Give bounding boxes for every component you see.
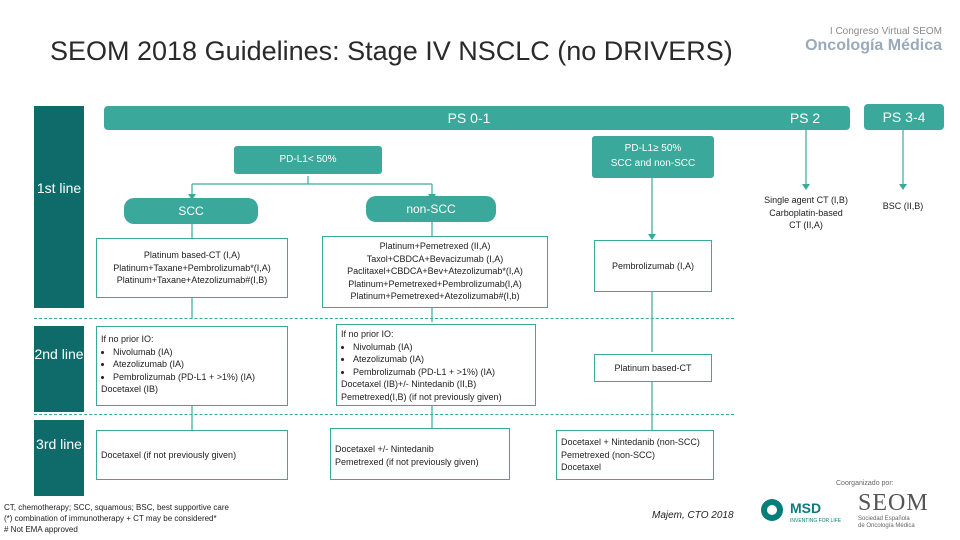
ps-3-4-label: PS 3-4 bbox=[882, 109, 926, 125]
pdl1-high-line2: SCC and non-SCC bbox=[610, 158, 696, 169]
third-line-text: 3rd line bbox=[36, 436, 82, 452]
seom-logo: SEOM Sociedad Española de Oncología Médi… bbox=[858, 490, 954, 536]
scc-first-1: Platinum+Taxane+Pembrolizumab*(I,A) bbox=[113, 262, 271, 273]
second-line-label: 2nd line bbox=[34, 326, 84, 412]
high-first-text: Pembrolizumab (I,A) bbox=[611, 261, 695, 271]
high-second-text: Platinum based-CT bbox=[614, 363, 692, 373]
congress-logo: I Congreso Virtual SEOM Oncología Médica bbox=[782, 26, 942, 76]
ps2-first-1: Carboplatin-based bbox=[769, 207, 843, 218]
ps-3-4-bar: PS 3-4 bbox=[864, 104, 944, 130]
ps-2-label: PS 2 bbox=[789, 110, 821, 126]
scc-second-item-0: Nivolumab (IA) bbox=[113, 346, 283, 359]
msd-logo: MSD INVENTING FOR LIFE bbox=[760, 494, 841, 528]
pdl1-low-pill: PD-L1< 50% bbox=[234, 146, 382, 174]
msd-icon bbox=[761, 499, 783, 521]
citation: Majem, CTO 2018 bbox=[652, 510, 734, 521]
ps2-first-0: Single agent CT (I,B) bbox=[764, 195, 848, 205]
footnote-2: # Not EMA approved bbox=[4, 525, 78, 534]
ps2-first-2: CT (II,A) bbox=[789, 220, 823, 230]
ps2-first-line: Single agent CT (I,B) Carboplatin-based … bbox=[752, 194, 860, 232]
nonscc-pill: non-SCC bbox=[366, 196, 496, 222]
scc-first-0: Platinum based-CT (I,A) bbox=[143, 250, 241, 260]
congress-logo-line2: Oncología Médica bbox=[805, 37, 942, 54]
scc-second-item-2: Pembrolizumab (PD-L1 + >1%) (IA) bbox=[113, 371, 283, 384]
first-line-label: 1st line bbox=[34, 106, 84, 308]
first-line-text: 1st line bbox=[36, 180, 82, 196]
nonscc-first-3: Platinum+Pemetrexed+Pembrolizumab(I,A) bbox=[348, 278, 522, 289]
congress-logo-line1: I Congreso Virtual SEOM bbox=[829, 26, 942, 37]
high-third-0: Docetaxel + Nintedanib (non-SCC) bbox=[561, 437, 700, 447]
sponsor-label: Coorganizado por: bbox=[836, 480, 894, 487]
nonscc-first-4: Platinum+Pemetrexed+Atezolizumab#(I,b) bbox=[350, 291, 520, 301]
seom-sub2: de Oncología Médica bbox=[858, 523, 915, 529]
scc-first-2: Platinum+Taxane+Atezolizumab#(I,B) bbox=[116, 275, 268, 285]
ps34-first-line: BSC (II,B) bbox=[866, 200, 940, 213]
nonscc-first-line-box: Platinum+Pemetrexed (II,A) Taxol+CBDCA+B… bbox=[322, 236, 548, 308]
nonscc-second-line-box: If no prior IO: Nivolumab (IA) Atezolizu… bbox=[336, 324, 536, 406]
seom-sub1: Sociedad Española bbox=[858, 516, 910, 522]
scc-pill: SCC bbox=[124, 198, 258, 224]
nonscc-label: non-SCC bbox=[406, 202, 456, 216]
msd-name: MSD bbox=[790, 500, 822, 516]
nonscc-second-tail-1: Pemetrexed(I,B) (if not previously given… bbox=[341, 391, 502, 402]
footnote-0: CT, chemotherapy; SCC, squamous; BSC, be… bbox=[4, 503, 229, 512]
pdl1-high-pill: PD-L1≥ 50% SCC and non-SCC bbox=[592, 136, 714, 178]
scc-first-line-box: Platinum based-CT (I,A) Platinum+Taxane+… bbox=[96, 238, 288, 298]
footnote-1: (*) combination of immunotherapy + CT ma… bbox=[4, 514, 217, 523]
separator-1-2 bbox=[34, 318, 734, 319]
scc-second-tail: Docetaxel (IB) bbox=[101, 384, 159, 394]
high-first-line-box: Pembrolizumab (I,A) bbox=[594, 240, 712, 292]
second-line-text: 2nd line bbox=[34, 346, 84, 362]
high-third-2: Docetaxel bbox=[561, 462, 602, 472]
seom-name: SEOM bbox=[858, 490, 929, 516]
msd-tagline: INVENTING FOR LIFE bbox=[790, 518, 842, 524]
scc-second-item-1: Atezolizumab (IA) bbox=[113, 358, 283, 371]
nonscc-second-item-1: Atezolizumab (IA) bbox=[353, 353, 531, 366]
high-third-1: Pemetrexed (non-SCC) bbox=[561, 449, 656, 460]
nonscc-third-1: Pemetrexed (if not previously given) bbox=[335, 456, 479, 467]
ps34-first-text: BSC (II,B) bbox=[882, 201, 924, 211]
pdl1-high-line1: PD-L1≥ 50% bbox=[624, 143, 682, 154]
high-second-line-box: Platinum based-CT bbox=[594, 354, 712, 382]
scc-third-text: Docetaxel (if not previously given) bbox=[101, 450, 237, 460]
nonscc-first-1: Taxol+CBDCA+Bevacizumab (I,A) bbox=[366, 253, 504, 264]
ps-0-1-label: PS 0-1 bbox=[447, 110, 491, 126]
third-line-label: 3rd line bbox=[34, 420, 84, 496]
scc-second-intro: If no prior IO: bbox=[101, 334, 154, 344]
nonscc-second-tail-0: Docetaxel (IB)+/- Nintedanib (II,B) bbox=[341, 379, 477, 389]
nonscc-second-intro: If no prior IO: bbox=[341, 329, 394, 339]
pdl1-low-label: PD-L1< 50% bbox=[279, 154, 337, 165]
nonscc-second-item-2: Pembrolizumab (PD-L1 + >1%) (IA) bbox=[353, 366, 531, 379]
nonscc-first-2: Paclitaxel+CBDCA+Bev+Atezolizumab*(I,A) bbox=[347, 266, 523, 276]
scc-label: SCC bbox=[178, 204, 204, 218]
nonscc-first-0: Platinum+Pemetrexed (II,A) bbox=[379, 241, 491, 251]
nonscc-second-item-0: Nivolumab (IA) bbox=[353, 341, 531, 354]
nonscc-third-line-box: Docetaxel +/- Nintedanib Pemetrexed (if … bbox=[330, 428, 510, 480]
separator-2-3 bbox=[34, 414, 734, 415]
page-title: SEOM 2018 Guidelines: Stage IV NSCLC (no… bbox=[50, 36, 733, 66]
scc-second-line-box: If no prior IO: Nivolumab (IA) Atezolizu… bbox=[96, 326, 288, 406]
footnotes: CT, chemotherapy; SCC, squamous; BSC, be… bbox=[4, 502, 304, 535]
ps-2-bar: PS 2 bbox=[760, 106, 850, 130]
ps-0-1-bar: PS 0-1 bbox=[104, 106, 834, 130]
high-third-line-box: Docetaxel + Nintedanib (non-SCC) Pemetre… bbox=[556, 430, 714, 480]
scc-third-line-box: Docetaxel (if not previously given) bbox=[96, 430, 288, 480]
nonscc-third-0: Docetaxel +/- Nintedanib bbox=[335, 444, 434, 454]
